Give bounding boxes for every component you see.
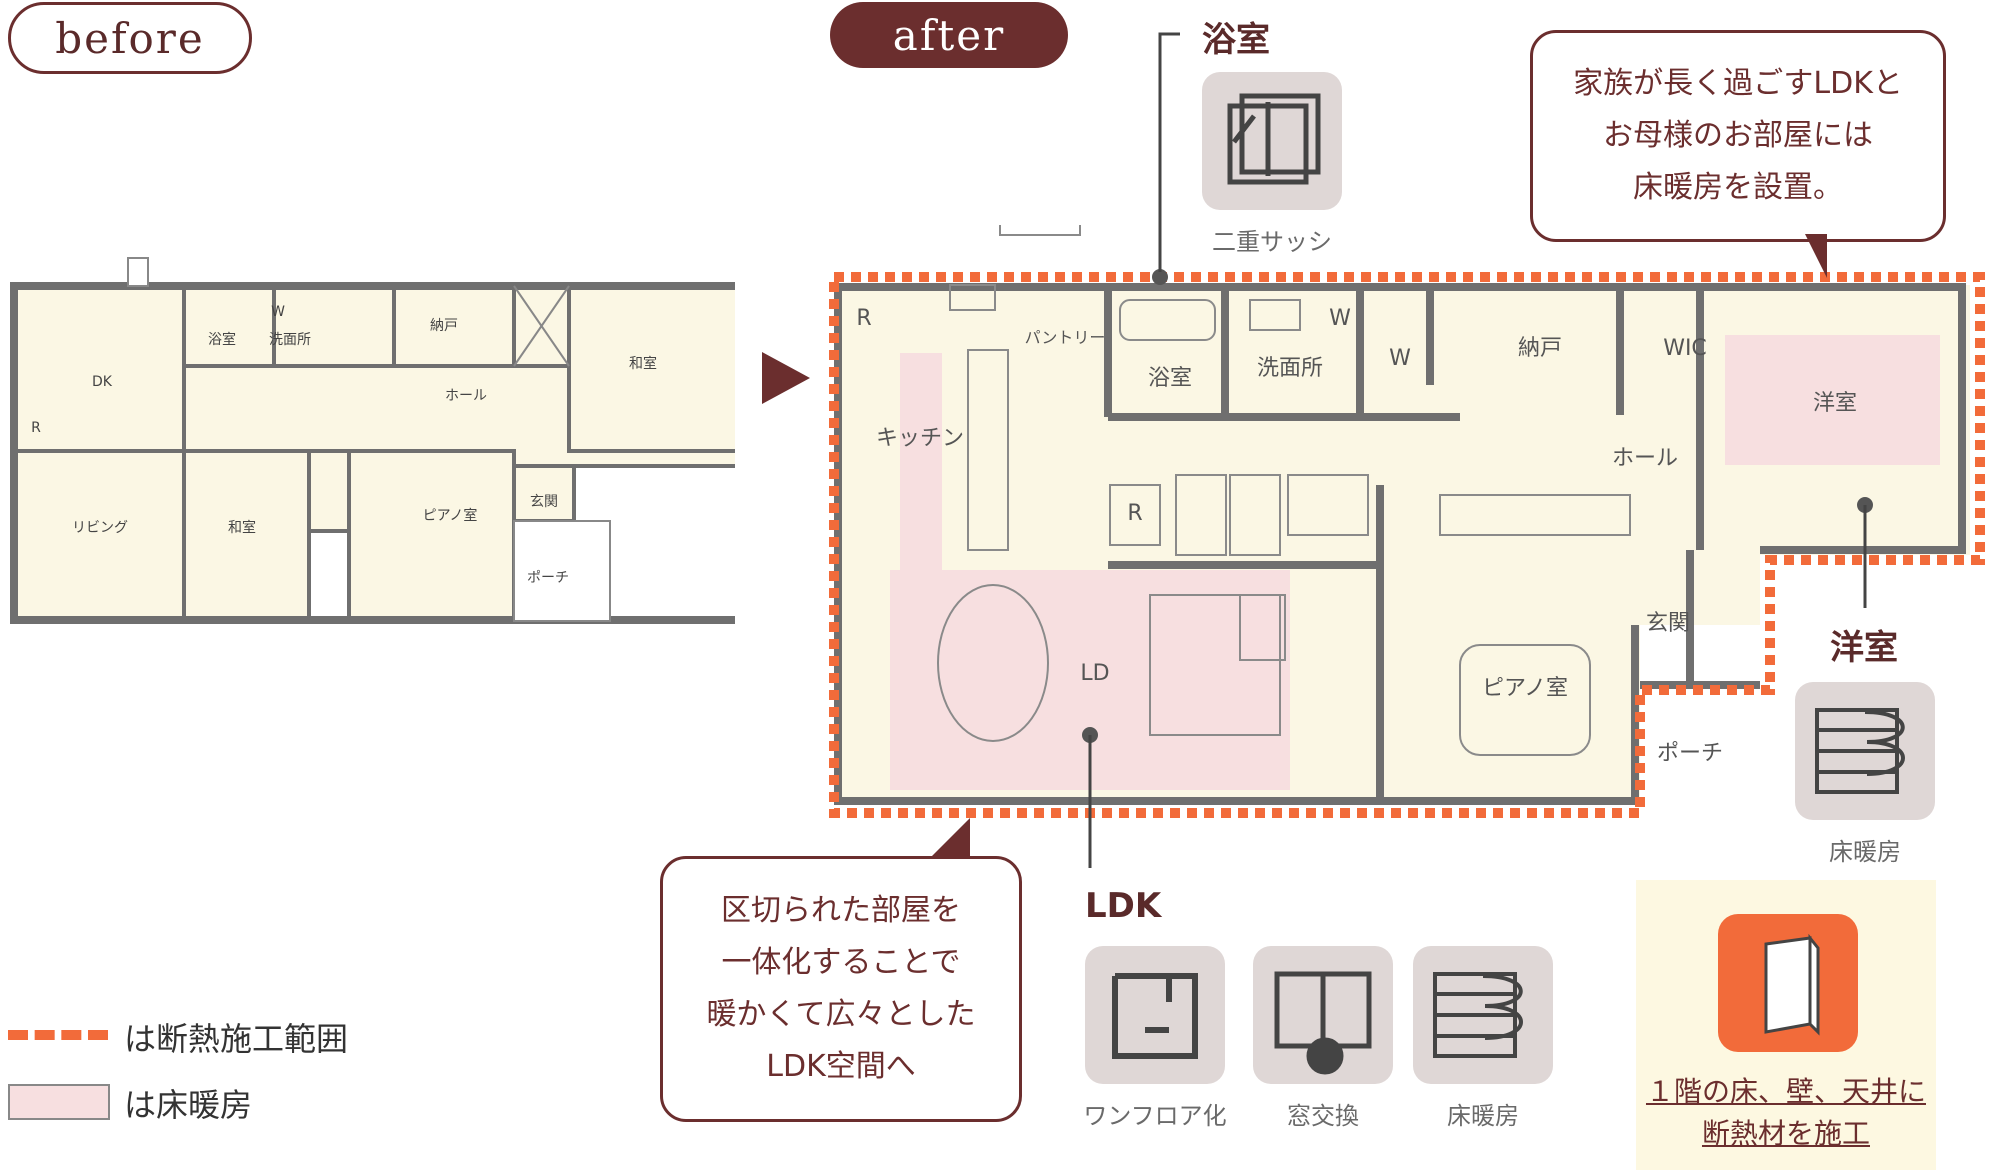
svg-text:R: R bbox=[856, 306, 871, 331]
svg-text:玄関: 玄関 bbox=[1646, 611, 1690, 636]
after-label: after bbox=[830, 2, 1068, 68]
svg-text:W: W bbox=[1389, 346, 1411, 371]
floor-heat-western bbox=[1725, 335, 1940, 465]
svg-text:W: W bbox=[271, 304, 285, 320]
legend-insulation-label: は断熱施工範囲 bbox=[124, 1020, 349, 1058]
svg-text:玄関: 玄関 bbox=[530, 493, 558, 510]
svg-text:パントリー: パントリー bbox=[1025, 328, 1106, 347]
window-replace-caption: 窓交換 bbox=[1287, 1102, 1359, 1130]
before-floor-plan: DK 浴室 W 洗面所 納戸 和室 ホール R リビング 和室 ピアノ室 玄関 … bbox=[10, 257, 735, 624]
svg-text:和室: 和室 bbox=[629, 355, 657, 372]
svg-text:LD: LD bbox=[1080, 661, 1109, 686]
svg-text:リビング: リビング bbox=[72, 520, 128, 536]
svg-text:W: W bbox=[1329, 306, 1351, 331]
callout-floor-heating: 家族が長く過ごすLDKと お母様のお部屋には 床暖房を設置。 bbox=[1530, 30, 1946, 242]
one-floor-icon bbox=[1085, 946, 1225, 1084]
svg-text:ピアノ室: ピアノ室 bbox=[1482, 676, 1568, 701]
bath-section-label: 浴室 bbox=[1202, 20, 1270, 60]
double-sash-icon bbox=[1202, 72, 1342, 210]
arrow-right-icon bbox=[762, 352, 810, 404]
legend-floor-heat-swatch bbox=[8, 1084, 110, 1120]
svg-text:浴室: 浴室 bbox=[1148, 366, 1192, 391]
svg-text:浴室: 浴室 bbox=[208, 331, 236, 348]
svg-text:R: R bbox=[31, 420, 41, 436]
floor-heating-ldk-caption: 床暖房 bbox=[1447, 1102, 1519, 1130]
double-sash-caption: 二重サッシ bbox=[1212, 228, 1332, 256]
floor-heat-kitchen bbox=[900, 353, 942, 603]
insulation-note-line1: １階の床、壁、天井に bbox=[1645, 1075, 1926, 1108]
svg-text:ホール: ホール bbox=[445, 388, 487, 404]
window-replace-icon bbox=[1253, 946, 1393, 1084]
svg-text:洋室: 洋室 bbox=[1813, 391, 1857, 416]
svg-text:WIC: WIC bbox=[1663, 336, 1707, 361]
svg-text:納戸: 納戸 bbox=[1518, 336, 1562, 361]
floor-heating-ldk-icon bbox=[1413, 946, 1553, 1084]
insulation-note-line2: 断熱材を施工 bbox=[1701, 1117, 1870, 1150]
svg-text:和室: 和室 bbox=[228, 519, 256, 536]
floor-heating-caption: 床暖房 bbox=[1829, 838, 1901, 866]
svg-text:キッチン: キッチン bbox=[876, 426, 964, 451]
legend-floor-heat-label: は床暖房 bbox=[124, 1086, 253, 1124]
western-section-label: 洋室 bbox=[1830, 628, 1898, 668]
legend-insulation-swatch bbox=[8, 1030, 108, 1040]
svg-text:洗面所: 洗面所 bbox=[269, 332, 311, 348]
one-floor-caption: ワンフロア化 bbox=[1083, 1102, 1227, 1130]
svg-text:ポーチ: ポーチ bbox=[527, 570, 569, 586]
callout-one-floor: 区切られた部屋を 一体化することで 暖かくて広々とした LDK空間へ bbox=[660, 856, 1022, 1122]
insulation-material-icon bbox=[1718, 914, 1858, 1052]
svg-text:R: R bbox=[1127, 501, 1142, 526]
floor-heating-icon bbox=[1795, 682, 1935, 820]
svg-text:洗面所: 洗面所 bbox=[1257, 356, 1323, 381]
before-label: before bbox=[8, 2, 252, 74]
svg-text:ポーチ: ポーチ bbox=[1657, 741, 1723, 766]
svg-text:納戸: 納戸 bbox=[430, 318, 458, 334]
svg-text:ピアノ室: ピアノ室 bbox=[423, 507, 478, 524]
insulation-boundary bbox=[829, 272, 1985, 818]
insulation-note-panel: １階の床、壁、天井に 断熱材を施工 bbox=[1636, 880, 1936, 1170]
ldk-section-label: LDK bbox=[1085, 886, 1162, 926]
svg-text:ホール: ホール bbox=[1612, 446, 1678, 471]
before-room-dk: DK bbox=[92, 374, 113, 390]
